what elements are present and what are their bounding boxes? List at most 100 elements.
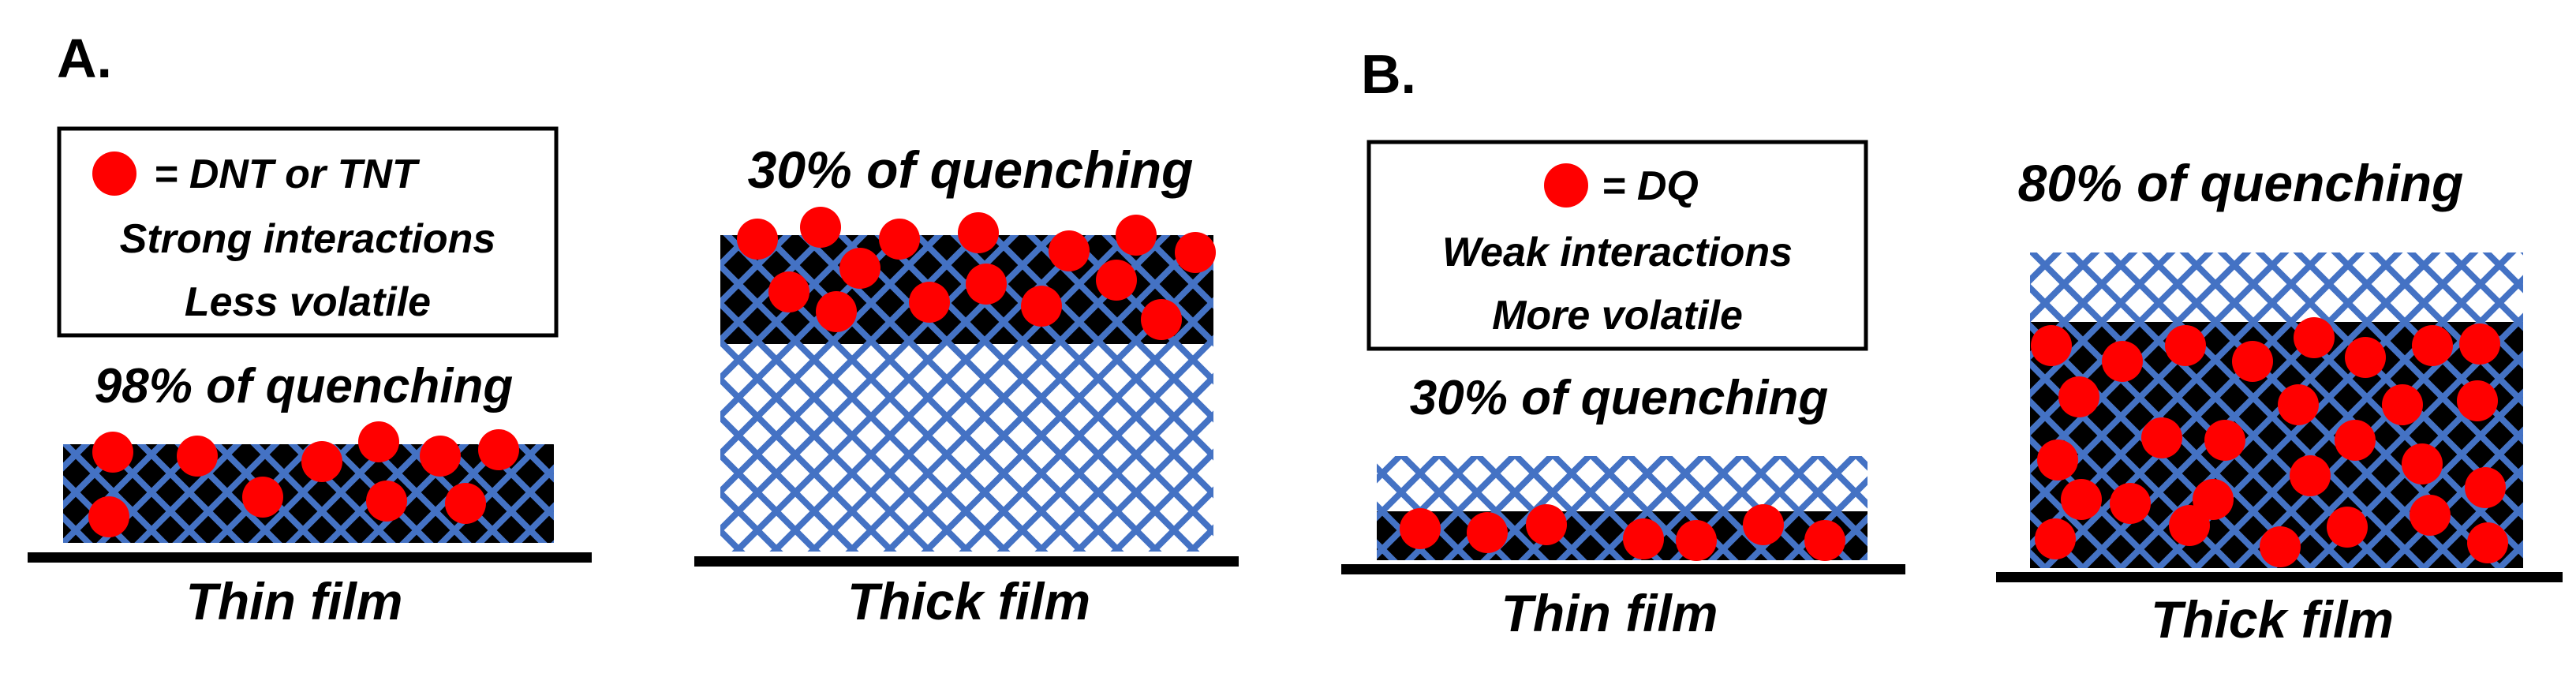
analyte-particle [768, 271, 809, 312]
analyte-particles [1400, 504, 1845, 561]
analyte-particle [2037, 439, 2078, 481]
analyte-particle [2290, 455, 2331, 496]
analyte-particle [242, 477, 283, 518]
analyte-particle [1096, 260, 1137, 301]
panel-b: B. = DQ Weak interactions More volatile … [1341, 43, 2563, 649]
analyte-particle [2465, 467, 2506, 508]
panel-a-legend-line3: Less volatile [185, 279, 431, 325]
panel-b-legend: = DQ Weak interactions More volatile [1367, 140, 1868, 351]
panel-b-legend-marker-label: = DQ [1602, 163, 1699, 209]
panel-a-legend-box [57, 126, 559, 338]
analyte-particle [88, 496, 129, 537]
analyte-particle [737, 219, 778, 260]
panel-a-thick-film: 30% of quenching Thick f [694, 140, 1239, 630]
analyte-particles [2031, 317, 2508, 567]
analyte-particles [88, 421, 519, 537]
analyte-particle [958, 212, 999, 253]
analyte-particle [2035, 518, 2076, 559]
analyte-particle [1116, 215, 1157, 256]
panel-b-thick-caption: Thick film [2151, 590, 2394, 649]
filled-film-region [1377, 511, 1868, 560]
analyte-particle [966, 264, 1007, 305]
analyte-particle [800, 207, 841, 248]
analyte-particle [2058, 376, 2099, 417]
substrate-line [1996, 572, 2563, 582]
analyte-particle [2402, 443, 2443, 484]
analyte-particle [2335, 420, 2376, 461]
empty-mesh-region [720, 344, 1213, 552]
analyte-particle [2232, 341, 2273, 382]
analyte-particle [1743, 504, 1784, 545]
panel-b-legend-line2: Weak interactions [1442, 230, 1793, 275]
analyte-particle [1804, 520, 1845, 561]
analyte-particles [737, 207, 1216, 340]
panel-a-thick-caption: Thick film [847, 572, 1090, 630]
analyte-particle [420, 436, 461, 477]
panel-a-legend: = DNT or TNT Strong interactions Less vo… [57, 126, 559, 338]
panel-a-thin-quench-label: 98% of quenching [95, 359, 513, 413]
analyte-particle [2031, 325, 2072, 366]
panel-a-legend-line2: Strong interactions [120, 216, 496, 262]
analyte-particle [909, 282, 950, 323]
panel-b-thin-film: 30% of quenching Thin film [1341, 371, 1905, 642]
analyte-particle [1676, 520, 1717, 561]
panel-b-letter: B. [1361, 43, 1416, 105]
analyte-particle [445, 483, 486, 524]
substrate-line [694, 556, 1239, 567]
analyte-particle [2278, 384, 2319, 425]
empty-mesh-region [2030, 252, 2523, 322]
analyte-particle [366, 481, 407, 522]
empty-mesh-region [1377, 456, 1868, 511]
analyte-particle [2061, 479, 2102, 520]
analyte-particle [2204, 420, 2245, 461]
substrate-line [28, 552, 592, 563]
analyte-particle [879, 219, 920, 260]
analyte-particle [2327, 507, 2368, 548]
analyte-particle [2345, 337, 2386, 378]
analyte-particle [839, 248, 880, 289]
analyte-marker-icon [1544, 163, 1588, 208]
analyte-particle [1049, 230, 1090, 271]
analyte-particle [1021, 286, 1062, 327]
analyte-particle [2459, 324, 2500, 365]
panel-a-thin-film: 98% of quenching Thin film [28, 359, 592, 630]
analyte-particle [2294, 317, 2335, 358]
analyte-particle [2467, 522, 2508, 563]
panel-b-thin-quench-label: 30% of quenching [1410, 371, 1828, 425]
analyte-particle [2169, 505, 2210, 546]
substrate-line [1341, 564, 1905, 574]
panel-b-thin-caption: Thin film [1501, 584, 1718, 642]
panel-a-legend-marker-label: = DNT or TNT [154, 151, 421, 197]
analyte-particle [816, 291, 857, 332]
panel-a-letter: A. [57, 28, 112, 89]
panel-a-thick-quench-label: 30% of quenching [748, 140, 1194, 199]
analyte-particle [2193, 479, 2234, 520]
analyte-particle [1141, 299, 1182, 340]
analyte-particle [2410, 495, 2451, 536]
panel-a: A. = DNT or TNT Strong interactions Less… [28, 28, 1239, 630]
panel-a-thin-caption: Thin film [186, 572, 403, 630]
analyte-particle [1175, 232, 1216, 273]
panel-b-legend-line3: More volatile [1492, 293, 1743, 338]
analyte-particle [358, 421, 399, 462]
analyte-marker-icon [92, 151, 136, 196]
analyte-particle [2382, 384, 2423, 425]
analyte-particle [2110, 483, 2151, 524]
panel-b-thick-film: 80% of quenching [1996, 154, 2563, 649]
analyte-particle [478, 429, 519, 470]
analyte-particle [2165, 325, 2206, 366]
analyte-particle [301, 441, 342, 482]
analyte-particle [1623, 518, 1664, 559]
analyte-particle [2102, 341, 2143, 382]
analyte-particle [2260, 526, 2301, 567]
panel-b-legend-box [1367, 140, 1868, 351]
analyte-particle [1467, 512, 1508, 553]
analyte-particle [1400, 508, 1441, 549]
analyte-particle [2141, 417, 2182, 458]
panel-b-thick-quench-label: 80% of quenching [2018, 154, 2464, 212]
analyte-particle [177, 436, 218, 477]
analyte-particle [2412, 325, 2453, 366]
analyte-particle [1526, 504, 1567, 545]
analyte-particle [92, 432, 133, 473]
